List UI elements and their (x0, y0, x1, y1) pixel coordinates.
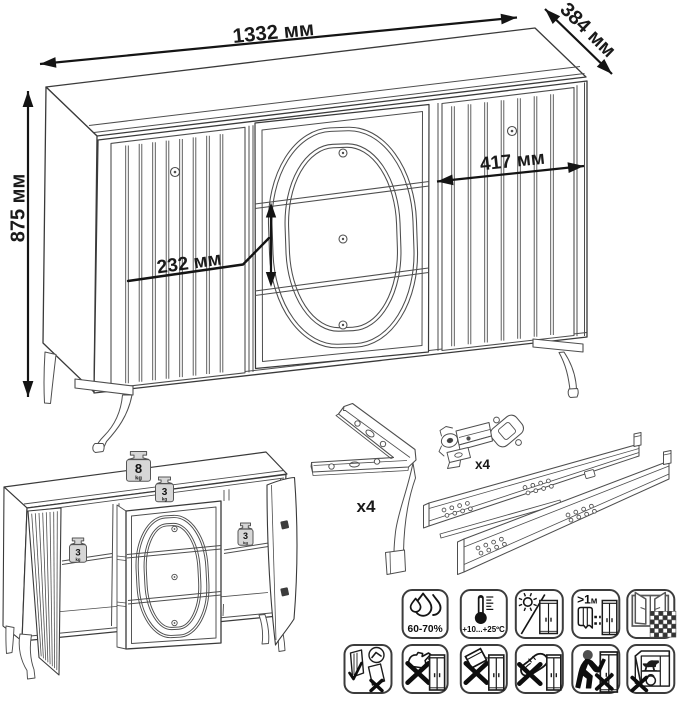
svg-text:60-70%: 60-70% (408, 624, 443, 635)
svg-text:3: 3 (75, 548, 80, 559)
svg-text:8: 8 (135, 461, 142, 476)
svg-text:875 мм: 875 мм (8, 174, 30, 243)
svg-text:x4: x4 (357, 497, 376, 516)
svg-text:3: 3 (162, 487, 168, 498)
svg-text:kg: kg (162, 496, 168, 501)
svg-text:kg: kg (76, 557, 81, 562)
svg-text:x4: x4 (475, 457, 491, 472)
svg-text:>1м: >1м (577, 593, 598, 607)
svg-text:3: 3 (243, 531, 248, 541)
svg-text:kg: kg (135, 475, 142, 481)
svg-text:+10...+25ºC: +10...+25ºC (462, 625, 505, 634)
svg-text:kg: kg (243, 540, 248, 545)
